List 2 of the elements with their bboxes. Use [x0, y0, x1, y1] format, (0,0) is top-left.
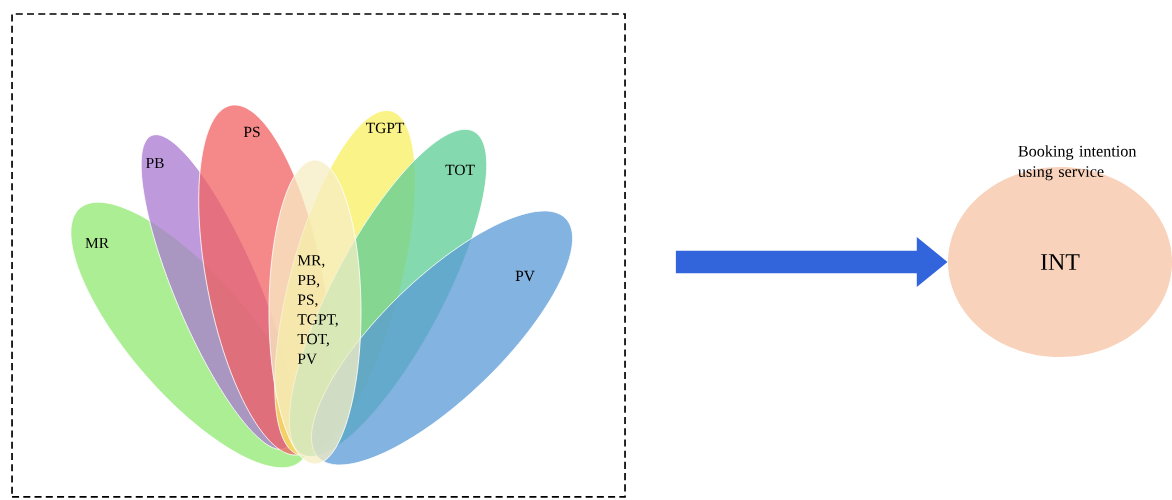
heading-text: Booking intention using service	[1018, 145, 1137, 181]
dashed-frame	[11, 13, 626, 498]
